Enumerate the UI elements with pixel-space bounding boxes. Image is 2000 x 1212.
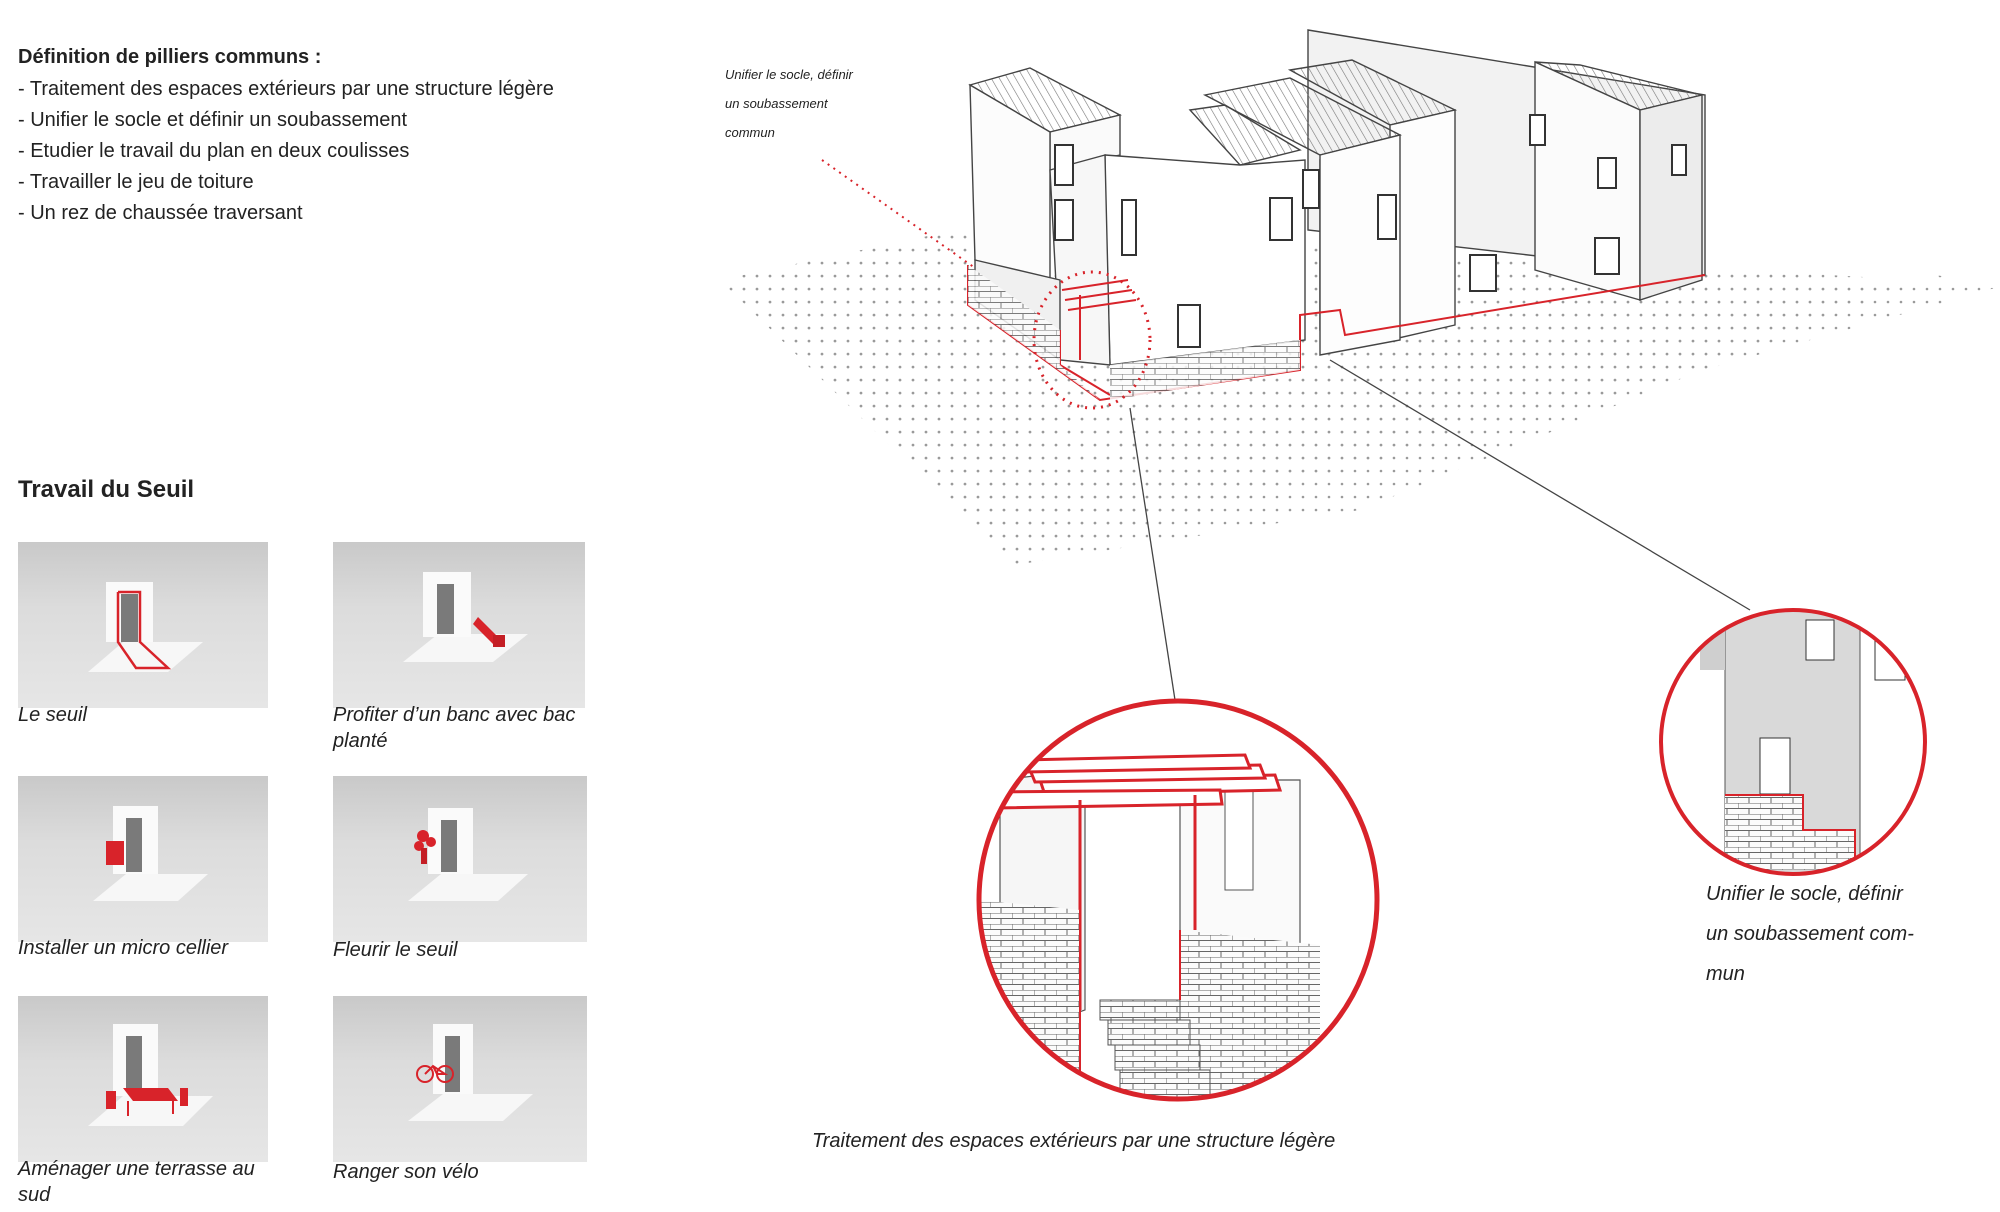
piliers-item: - Travailler le jeu de toiture (18, 171, 254, 193)
photo-terrasse (18, 996, 268, 1162)
caption-cellier: Installer un micro cellier (18, 937, 229, 959)
zoom-bottom-caption: Traitement des espaces extérieurs par un… (812, 1130, 1336, 1152)
zoom-right-caption: Unifier le socle, définir un soubassemen… (1706, 874, 1914, 994)
photo-fleurir (333, 776, 587, 942)
piliers-item: - Etudier le travail du plan en deux cou… (18, 140, 410, 162)
top-annotation: Unifier le socle, définir un soubassemen… (725, 60, 853, 147)
photo-banc (333, 542, 585, 708)
micro-cellar-icon (93, 806, 208, 901)
seuil-title: Travail du Seuil (18, 476, 195, 503)
highlight-dotted-circle (1032, 270, 1152, 410)
piliers-heading: Définition de pilliers communs : (18, 46, 322, 68)
photo-cellier (18, 776, 268, 942)
windows (1054, 114, 1687, 348)
bicycle-icon (408, 1024, 533, 1121)
photo-velo (333, 996, 587, 1162)
top-annotation-line: un soubassement (725, 96, 828, 111)
threshold-outline-icon (88, 582, 203, 672)
top-annotation-line: Unifier le socle, définir (725, 67, 853, 82)
photo-le-seuil (18, 542, 268, 708)
flower-icon (408, 808, 528, 901)
caption-banc: Profiter d’un banc avec bac planté (333, 704, 576, 752)
zoom-right-caption-line: un soubassement com- (1706, 923, 1914, 945)
terrace-table-icon (88, 1024, 213, 1126)
caption-velo: Ranger son vélo (333, 1161, 479, 1183)
caption-terrasse: Aménager une terrasse au sud (18, 1158, 255, 1206)
zoom-right-caption-line: Unifier le socle, définir (1706, 883, 1903, 905)
piliers-list: - Traitement des espaces extérieurs par … (18, 74, 554, 229)
top-annotation-line: commun (725, 125, 775, 140)
zoom-circle-pergola (976, 698, 1380, 1102)
piliers-item: - Unifier le socle et définir un soubass… (18, 109, 408, 131)
piliers-item: - Traitement des espaces extérieurs par … (18, 78, 554, 100)
zoom-circle-soubassement (1659, 608, 1927, 876)
bench-planter-icon (403, 572, 528, 662)
caption-le-seuil: Le seuil (18, 704, 87, 726)
piliers-item: - Un rez de chaussée traversant (18, 202, 303, 224)
zoom-right-caption-line: mun (1706, 963, 1745, 985)
caption-fleurir: Fleurir le seuil (333, 939, 458, 961)
